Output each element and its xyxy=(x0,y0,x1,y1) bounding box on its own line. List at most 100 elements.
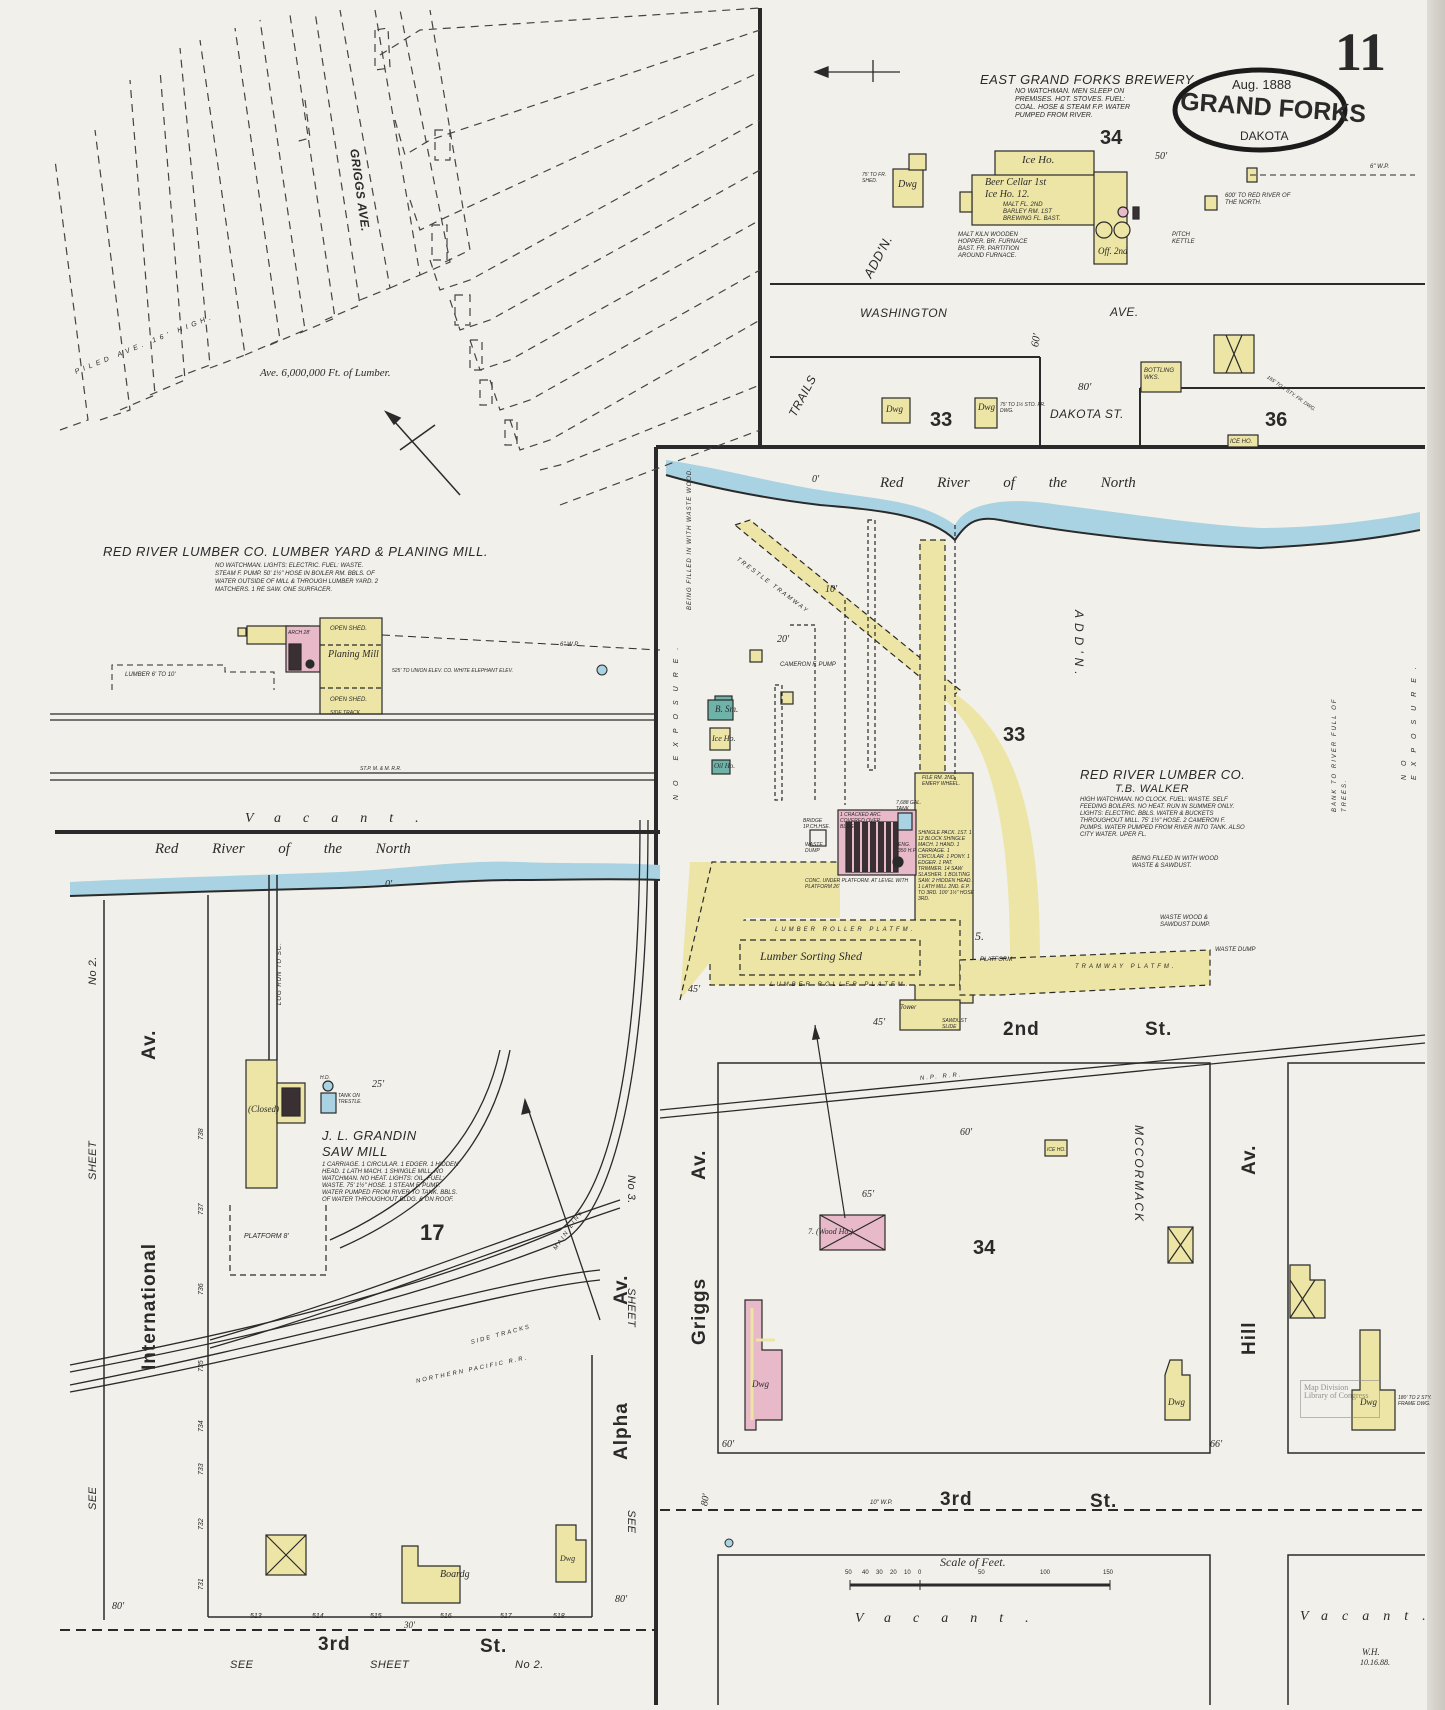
dwg-11: Dwg xyxy=(1168,1397,1186,1407)
scale-tick-3: 20 xyxy=(890,1570,897,1576)
street-griggs-av-suffix: Av. xyxy=(689,1149,710,1180)
grandin-notes: 1 Carriage. 1 Circular. 1 Edger. 1 Hidde… xyxy=(322,1162,459,1203)
elev-80-left: 80' xyxy=(112,1601,125,1612)
to-frame-dwg: 180' to 2 Sty. Frame Dwg. xyxy=(1398,1395,1432,1407)
wood-house: 7. (Wood Ho.) xyxy=(808,1227,854,1236)
sheet-ref-sheet-bottom: Sheet xyxy=(370,1659,410,1671)
street-3rd-left: 3rd xyxy=(318,1634,351,1655)
street-dakota: Dakota St. xyxy=(1050,407,1124,421)
sheet-ref-no-3: No 3. xyxy=(625,1175,637,1204)
sheet-ref-sheet-left: Sheet xyxy=(87,1140,99,1180)
block-33-top: 33 xyxy=(930,409,953,431)
brewery-pitch-kettle: Pitch Kettle xyxy=(1172,232,1195,245)
sto-fr-note: 75' to 1½ Sto. Fr. Dwg. xyxy=(1000,402,1046,414)
pipe-3rd: 10" W.P. xyxy=(870,1500,893,1506)
rrl-filled-in: Being Filled in with Wood Waste & Sawdus… xyxy=(1132,856,1219,869)
rrl-tower: Tower xyxy=(900,1005,917,1011)
rrl-blacksmith: B. Sm. xyxy=(715,704,739,714)
scale-bar xyxy=(849,1580,1111,1590)
rrl-roller-platform-1: Lumber Roller Platfm. xyxy=(775,927,916,933)
to-elevator-note: 525' to Union Elev. Co. White Elephant E… xyxy=(392,668,513,674)
north-arrow-lower xyxy=(814,1024,846,1219)
stamp-line-2: Library of Congress xyxy=(1304,1391,1369,1400)
vacant-bottom-2: Vacant. xyxy=(1300,1609,1440,1624)
lumber-yard-pipe: 6" W.P. xyxy=(560,642,580,648)
block-34-low: 34 xyxy=(973,1237,996,1259)
brewery-to-shed: 75' to Fr. Shed. xyxy=(862,172,887,184)
page-edge xyxy=(1427,0,1445,1710)
rrl-boiler-house: 1 Cracked Arc. Covered over Bldg. xyxy=(840,812,882,830)
street-hill-av: Hill xyxy=(1239,1321,1260,1355)
street-washington: Washington xyxy=(860,306,948,320)
scale-tick-7: 100 xyxy=(1040,1570,1051,1576)
brewery-ice-house: Ice Ho. xyxy=(1022,154,1055,166)
street-3rd-right-suffix: St. xyxy=(1090,1491,1118,1512)
block-36-top: 36 xyxy=(1265,409,1288,431)
side-track-label: Side Track xyxy=(330,710,361,716)
red-river-top-label: Red River of the North xyxy=(880,475,1136,491)
brewery-notes: No Watchman. Men sleep on premises. Hot.… xyxy=(1015,88,1131,119)
street-mccormack: McCormack xyxy=(1132,1125,1146,1223)
railroad-stpm: St.P. M. & M. R.R. xyxy=(360,766,402,772)
elev-0-river: 0' xyxy=(812,474,820,485)
street-international: International xyxy=(139,1242,160,1370)
street-2nd: 2nd xyxy=(1003,1019,1040,1040)
planing-mill-label: Planing Mill xyxy=(328,649,379,660)
vacant-bottom-1: Vacant. xyxy=(855,1611,1051,1626)
rrl-waste-dump-right: Waste Dump xyxy=(1215,947,1256,953)
brewery-to-river: 600' to Red River of the North. xyxy=(1225,193,1291,206)
rrl-notes: High Watchman. No Clock. Fuel: Waste. Se… xyxy=(1080,797,1245,838)
elev-80-3rd: 80' xyxy=(699,1492,713,1507)
surveyor-date: 10.16.88. xyxy=(1360,1658,1390,1667)
elev-65: 65' xyxy=(862,1189,875,1200)
street-washington-suffix: Ave. xyxy=(1110,305,1139,319)
elev-30-3rd: 30' xyxy=(404,1620,415,1630)
house-518: 518 xyxy=(553,1613,565,1620)
north-arrow-top xyxy=(383,410,461,496)
scale-tick-5: 0 xyxy=(918,1570,922,1576)
elev-66: 66' xyxy=(1210,1439,1223,1450)
house-514: 514 xyxy=(312,1613,324,1620)
dwg-8-top: Dwg xyxy=(978,402,996,412)
frame-lines xyxy=(55,8,1425,1705)
grandin-mill xyxy=(229,1059,337,1276)
scale-tick-8: 150 xyxy=(1103,1570,1114,1576)
street-3rd-left-suffix: St. xyxy=(480,1636,508,1657)
stamp-line-1: Map Division xyxy=(1304,1383,1349,1392)
block-34-top: 34 xyxy=(1100,127,1123,149)
scale-tick-0: 50 xyxy=(845,1570,852,1576)
red-river-left xyxy=(70,861,660,896)
lower-bldgs xyxy=(744,1139,1396,1431)
open-shed-1: Open Shed. xyxy=(330,626,368,632)
rrl-cameron-pump: Cameron F. Pump xyxy=(780,662,836,668)
rrl-ice-ho: Ice Ho. xyxy=(712,734,736,743)
hydrant-dh xyxy=(724,1538,734,1548)
grandin-platform: Platform 8' xyxy=(244,1233,289,1240)
sheet-ref-sheet-mid: Sheet xyxy=(625,1288,637,1328)
grandin-tank: Tank on Trestle. xyxy=(338,1093,362,1105)
block-17: 17 xyxy=(420,1220,445,1245)
boarding-house: Boardg xyxy=(440,1569,470,1580)
house-513: 513 xyxy=(250,1613,262,1620)
dwg-12: Dwg xyxy=(752,1379,770,1389)
ice-ho-6: Ice Ho. xyxy=(1047,1147,1066,1153)
scale-tick-2: 30 xyxy=(876,1570,883,1576)
rrl-waste-wood: Waste Wood & Sawdust Dump. xyxy=(1160,915,1211,928)
sheet-ref-see-bottom: See xyxy=(230,1659,254,1671)
lower-blocks xyxy=(660,1062,1425,1705)
red-river-top xyxy=(666,460,1420,548)
grandin-streets xyxy=(103,875,593,1620)
block-33-mid: 33 xyxy=(1003,724,1026,746)
second-st-rails xyxy=(659,1034,1426,1119)
street-2nd-suffix: St. xyxy=(1145,1019,1173,1040)
rrl-yard xyxy=(679,519,1211,1031)
sheet-ref-see-mid: See xyxy=(625,1510,637,1534)
elev-45-b: 45' xyxy=(873,1017,886,1028)
rrl-sawdust-slide: Sawdust Slide xyxy=(942,1018,967,1030)
brewery-bldgs xyxy=(892,150,1258,265)
house-515: 515 xyxy=(370,1613,382,1620)
elev-0-left: 0' xyxy=(385,879,393,890)
grandin-log-run: Log Run to Sc. xyxy=(277,942,283,1005)
red-river-left-label: Red River of the North xyxy=(155,841,411,857)
